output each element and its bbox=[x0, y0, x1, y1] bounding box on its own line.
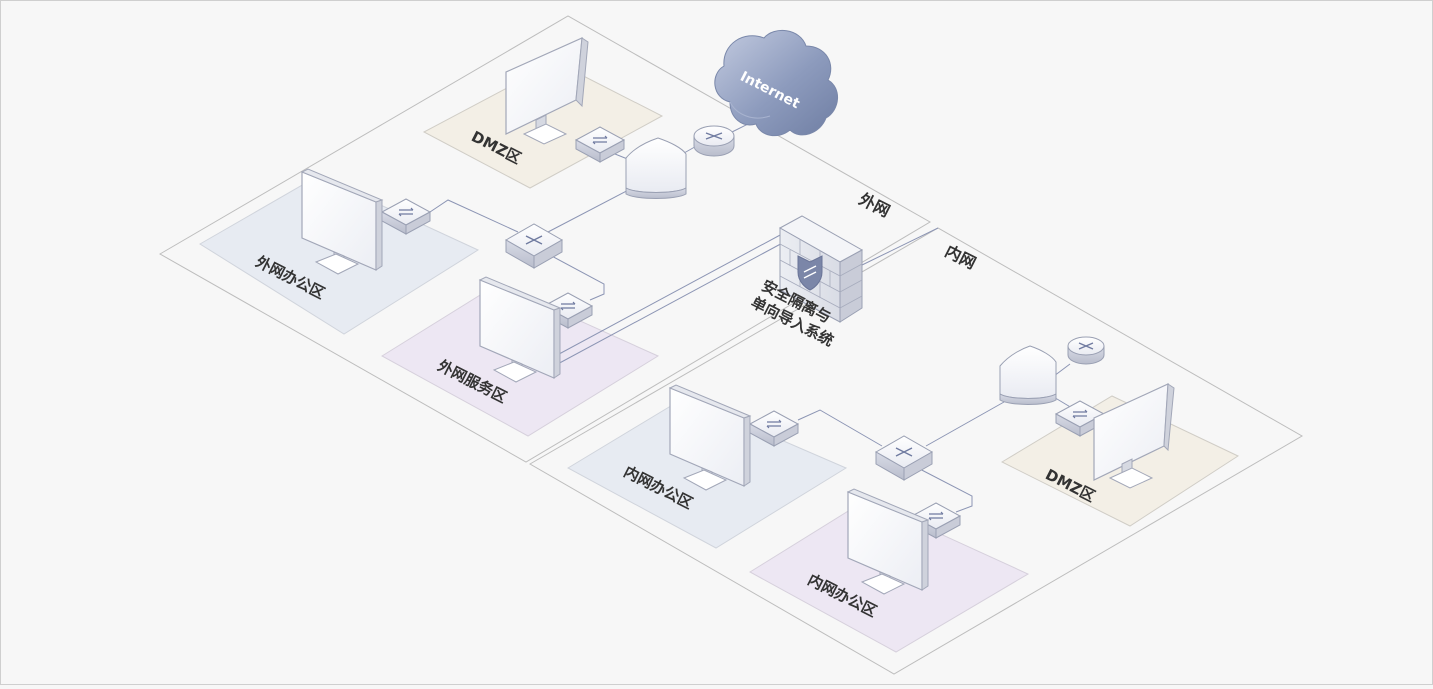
inner-core-switch bbox=[874, 435, 934, 481]
outer-network-zone bbox=[158, 15, 931, 463]
router-icon bbox=[1067, 336, 1105, 365]
inner-office-switch-1 bbox=[748, 410, 800, 447]
outer-service-monitor bbox=[478, 276, 562, 383]
inner-router bbox=[1067, 336, 1105, 365]
firewall-icon bbox=[999, 345, 1057, 405]
outer-core-switch bbox=[504, 223, 564, 269]
switch-icon bbox=[874, 435, 934, 481]
network-links bbox=[429, 107, 1073, 513]
switch-icon bbox=[504, 223, 564, 269]
outer-zone-label: 外网 bbox=[855, 189, 893, 221]
isolation-gateway-icon bbox=[778, 215, 864, 323]
monitor-icon bbox=[300, 168, 384, 275]
monitor-icon bbox=[478, 276, 562, 383]
outer-dmz-switch bbox=[574, 126, 626, 163]
monitor-icon bbox=[668, 384, 752, 491]
switch-icon bbox=[748, 410, 800, 447]
outer-office-monitor bbox=[300, 168, 384, 275]
inner-network-zone bbox=[529, 227, 1303, 675]
switch-icon bbox=[574, 126, 626, 163]
router-icon bbox=[693, 125, 735, 157]
isolation-gateway bbox=[778, 215, 864, 323]
firewall-icon bbox=[625, 137, 687, 199]
inner-dmz-monitor bbox=[1093, 383, 1175, 489]
cloud-icon bbox=[714, 30, 838, 137]
inner-firewall bbox=[999, 345, 1057, 405]
inner-office-monitor-2 bbox=[846, 488, 930, 595]
monitor-icon bbox=[846, 488, 930, 595]
monitor-icon bbox=[505, 37, 589, 145]
outer-dmz-monitor bbox=[505, 37, 589, 145]
outer-firewall bbox=[625, 137, 687, 199]
inner-office-monitor-1 bbox=[668, 384, 752, 491]
outer-router bbox=[693, 125, 735, 157]
outer-office-switch bbox=[380, 198, 432, 235]
monitor-icon bbox=[1093, 383, 1175, 489]
switch-icon bbox=[380, 198, 432, 235]
internet-cloud: Internet bbox=[714, 30, 838, 137]
inner-zone-label: 内网 bbox=[942, 241, 979, 272]
